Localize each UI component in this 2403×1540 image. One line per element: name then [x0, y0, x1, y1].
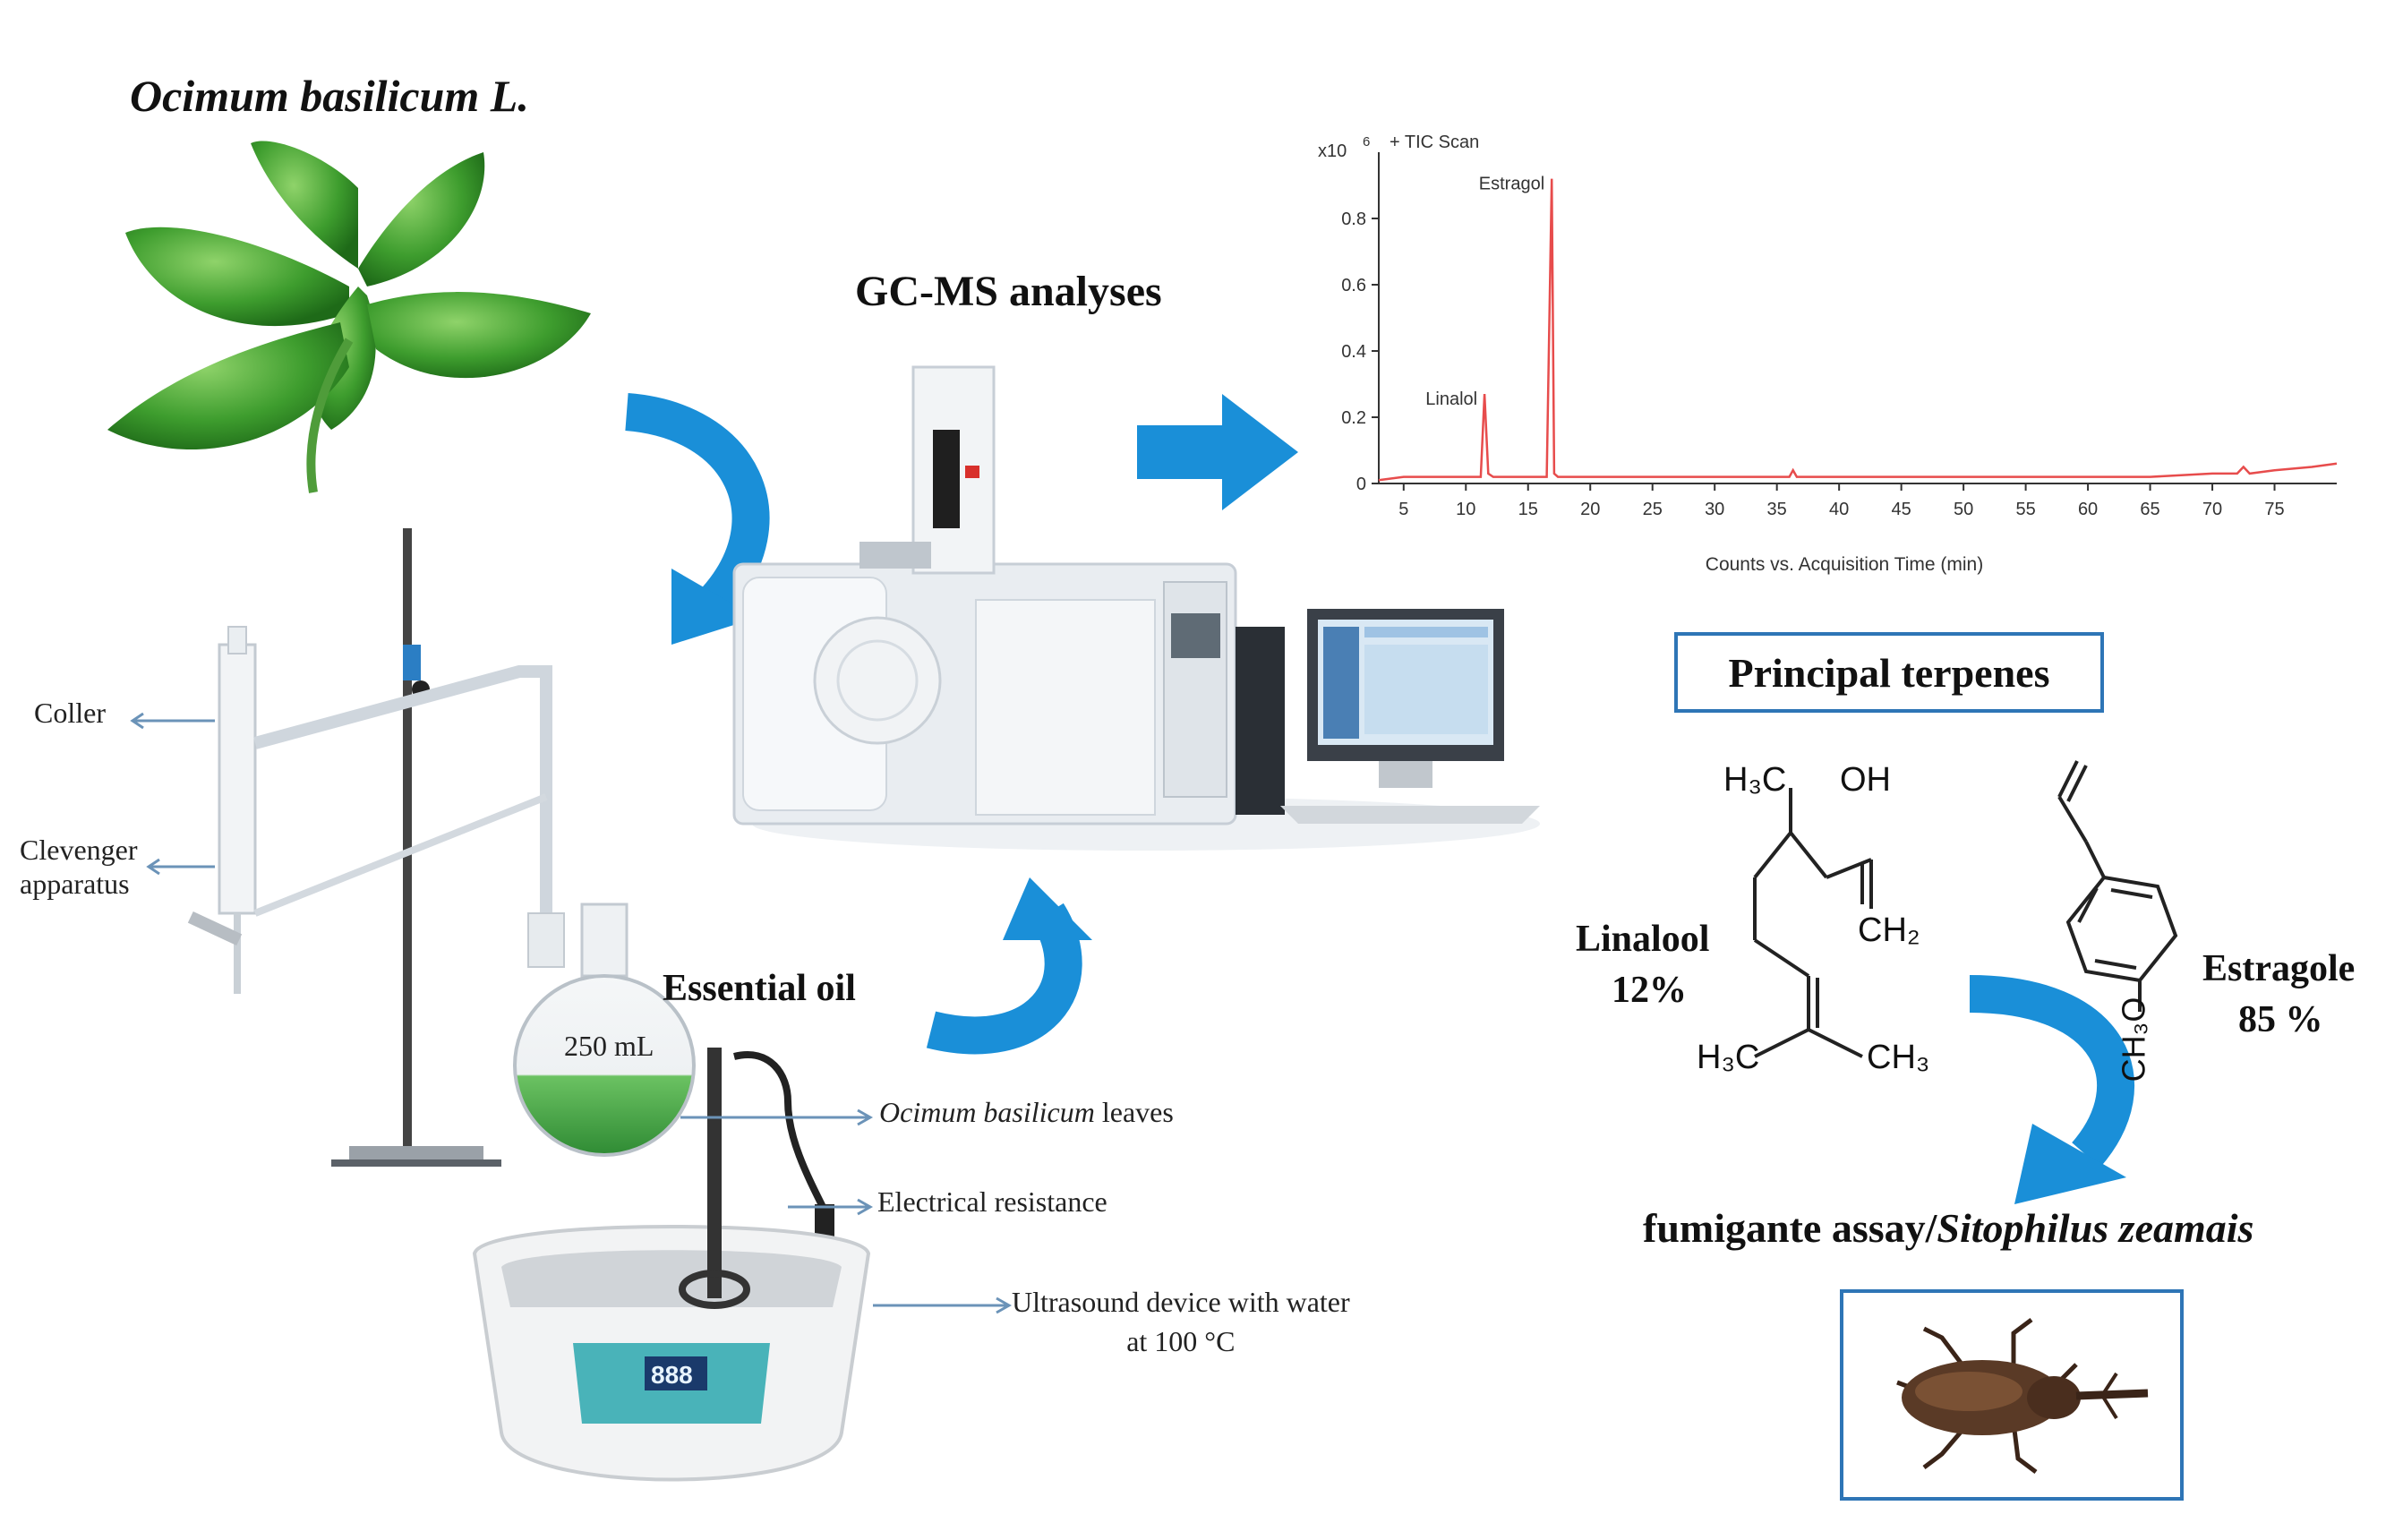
chart-x-tick-label: 25: [1643, 500, 1663, 519]
chart-y-multiplier: x10: [1318, 141, 1347, 161]
ultrasound-bath-image: [472, 1048, 871, 1482]
gcms-title: GC-MS analyses: [855, 268, 1162, 315]
chart-x-tick-label: 70: [2202, 500, 2222, 519]
linalool-group-top-left: H₃C: [1723, 761, 1787, 799]
linalool-name: Linalool: [1576, 919, 1710, 960]
linalool-group-vinyl: CH₂: [1858, 911, 1920, 949]
linalool-group-bottom-right: CH₃: [1867, 1039, 1930, 1076]
chart-x-tick-label: 55: [2015, 500, 2035, 519]
chart-x-tick-label: 65: [2140, 500, 2159, 519]
chart-y-tick-label: 0.6: [1341, 276, 1366, 295]
linalool-group-top-right: OH: [1840, 761, 1891, 799]
fumigant-assay-label: fumigante assay/Sitophilus zeamais: [1643, 1204, 2253, 1252]
tic-chromatogram-chart: x10 6 + TIC Scan 5 10 15 20 25 30 35 40 45 50 55 60…: [1318, 133, 2338, 575]
principal-terpenes-title: Principal terpenes: [1728, 649, 2050, 696]
leaves-species: Ocimum basilicum: [879, 1096, 1095, 1128]
flask-volume-label: 250 mL: [564, 1030, 654, 1062]
chart-x-tick-label: 45: [1892, 500, 1911, 519]
estragole-structure: [2057, 760, 2178, 1012]
round-flask-image: [513, 903, 696, 1157]
estragole-name: Estragole: [2202, 948, 2356, 989]
chart-x-tick-label: 50: [1954, 500, 1973, 519]
clevenger-label: Clevenger apparatus: [20, 833, 138, 901]
chart-x-tick-label: 10: [1456, 500, 1475, 519]
chart-y-tick-label: 0: [1356, 475, 1366, 494]
linalool-percent: 12%: [1612, 970, 1687, 1011]
chart-y-tick-label: 0.8: [1341, 210, 1366, 229]
estragole-percent: 85 %: [2238, 999, 2323, 1040]
assay-prefix: fumigante assay/: [1643, 1205, 1937, 1251]
ultrasound-label: Ultrasound device with water at 100 °C: [1012, 1282, 1350, 1361]
chart-x-tick-label: 15: [1518, 500, 1538, 519]
chart-x-tick-label: 35: [1767, 500, 1787, 519]
basil-leaves-image: [107, 141, 591, 493]
chart-x-tick-label: 60: [2078, 500, 2098, 519]
arrow-right-icon: [873, 1296, 1013, 1314]
coller-label: Coller: [34, 697, 106, 729]
chart-x-tick-label: 5: [1398, 500, 1408, 519]
assay-species: Sitophilus zeamais: [1937, 1205, 2254, 1251]
chart-title: + TIC Scan: [1390, 133, 1479, 152]
chart-y-tick-label: 0.4: [1341, 342, 1366, 362]
chart-x-tick-label: 30: [1705, 500, 1724, 519]
chart-y-tick-label: 0.2: [1341, 408, 1366, 428]
clevenger-apparatus-image: [187, 528, 565, 1167]
ultrasound-label-line1: Ultrasound device with water: [1012, 1286, 1350, 1318]
curved-arrow-icon: [1969, 975, 2135, 1204]
chart-x-tick-label: 20: [1580, 500, 1600, 519]
essential-oil-label: Essential oil: [663, 968, 856, 1009]
chart-x-label: Counts vs. Acquisition Time (min): [1706, 554, 1983, 575]
arrow-right-icon: [788, 1198, 874, 1216]
curved-arrow-icon: [926, 877, 1092, 1055]
bath-display-value: 888: [651, 1361, 693, 1389]
arrow-right-icon: [680, 1108, 874, 1126]
ultrasound-label-line2: at 100 °C: [1126, 1325, 1236, 1357]
linalool-structure: [1753, 788, 1873, 1058]
linalool-group-bottom-left: H₃C: [1697, 1039, 1760, 1076]
clevenger-label-line1: Clevenger: [20, 834, 138, 866]
estragole-group: CH₃O: [2115, 997, 2152, 1082]
clevenger-label-line2: apparatus: [20, 868, 130, 900]
chart-series-line: [1378, 178, 2338, 482]
arrow-left-icon: [146, 858, 215, 876]
chart-x-tick-label: 75: [2264, 500, 2284, 519]
chart-peak-label: Linalol: [1425, 389, 1477, 409]
gcms-instrument-image: [732, 365, 1540, 851]
weevil-image-frame: [1840, 1289, 2184, 1501]
leaves-suffix: leaves: [1101, 1096, 1174, 1128]
weevil-image: [1896, 1318, 2149, 1474]
arrow-left-icon: [130, 712, 215, 730]
principal-terpenes-box: Principal terpenes: [1674, 632, 2104, 713]
chart-y-multiplier-exp: 6: [1363, 134, 1370, 150]
chart-peak-label: Estragol: [1479, 175, 1544, 194]
plant-title: Ocimum basilicum L.: [130, 71, 529, 121]
right-arrow-icon: [1137, 394, 1298, 510]
resistance-label: Electrical resistance: [877, 1185, 1107, 1218]
chart-x-tick-label: 40: [1829, 500, 1849, 519]
leaves-label: Ocimum basilicum leaves: [879, 1096, 1174, 1129]
